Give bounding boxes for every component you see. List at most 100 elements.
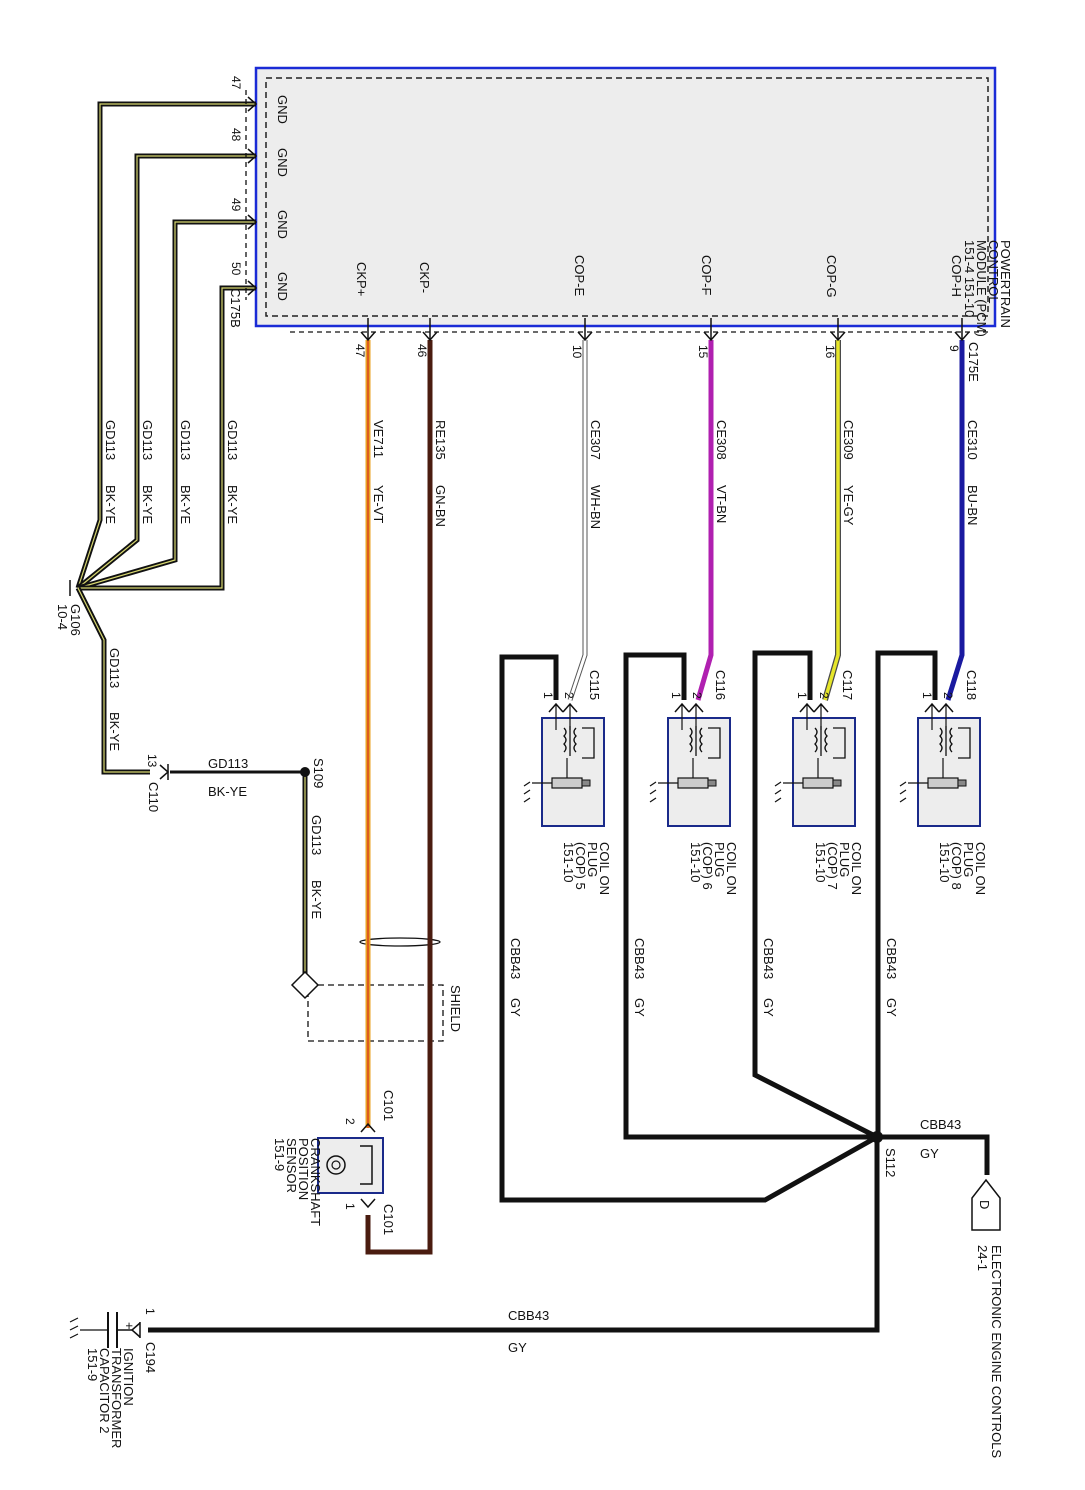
pcm-pin-cop-f: COP-F	[699, 255, 714, 296]
label-whbn: WH-BN	[588, 485, 603, 529]
cop8-bracket	[958, 727, 971, 759]
pcm-pin-gnd-49: GND	[275, 210, 290, 239]
cop7-spark-plug-tip	[832, 779, 842, 787]
pcm-pin-ckp-neg: CKP-	[417, 262, 432, 293]
c194-arrow	[130, 1322, 141, 1338]
label-gnbn: GN-BN	[433, 485, 448, 527]
label-gy-6: GY	[508, 1340, 527, 1355]
pin-coph-9: 9	[947, 345, 961, 352]
connector-c110: C110	[146, 782, 161, 812]
capacitor-line1: IGNITION	[121, 1348, 136, 1406]
label-bkye-1: BK-YE	[103, 485, 118, 524]
cop6-box	[667, 717, 731, 827]
arrow-pin-49	[247, 214, 258, 230]
cop-pcm-arrows	[577, 318, 970, 342]
ckp-sensor	[317, 1122, 384, 1209]
ckp-sensor-line2: POSITION	[296, 1138, 311, 1200]
pcm-module	[254, 66, 997, 328]
cop8-box	[917, 717, 981, 827]
ckp-pcm-arrows	[360, 318, 438, 342]
gnd-wire-49-stripe	[77, 221, 256, 589]
coil7-line3: (COP) 7	[825, 842, 840, 890]
label-bkye-6: BK-YE	[208, 784, 247, 799]
capacitor-ground-icon	[69, 1317, 79, 1339]
label-cbb43-5: CBB43	[920, 1117, 961, 1132]
capacitor-line2: TRANSFORMER	[109, 1348, 124, 1448]
label-gd113-1: GD113	[103, 420, 118, 460]
wire-cbb43-cop8	[875, 650, 938, 1137]
pin-coil7-2: 2	[817, 692, 831, 699]
offpage-label: ELECTRONIC ENGINE CONTROLS	[989, 1245, 1004, 1458]
capacitor-plus-sign: +	[122, 1322, 137, 1330]
coil6-line1: COIL ON	[724, 842, 739, 895]
cop6-coil-primary-icon	[689, 727, 693, 753]
cop8-spark-plug-tip	[957, 779, 967, 787]
pcm-name: POWERTRAIN CONTROL MODULE (PCM) 151-4 15…	[962, 240, 1013, 337]
offpage-pentagon	[971, 1178, 1001, 1231]
splice-s109: S109	[311, 758, 326, 788]
shield-group: SHIELD	[290, 937, 463, 1042]
label-gy-1: GY	[508, 998, 523, 1017]
wire-cbb43-capacitor	[148, 1137, 880, 1333]
wire-cbb43-cop5	[499, 654, 879, 1203]
ground-wires	[75, 101, 310, 980]
pin-coil5-1: 1	[541, 692, 555, 699]
ckp-sensor-line4: 151-9	[272, 1138, 287, 1171]
label-ce309: CE309	[841, 420, 856, 460]
label-ce307: CE307	[588, 420, 603, 460]
cop6-coil-secondary-icon	[699, 727, 703, 753]
pcm-inner-dashed	[265, 77, 989, 317]
splice-s112: S112	[883, 1148, 898, 1177]
shield-box	[307, 984, 444, 1042]
ckp-sensor-line3: SENSOR	[284, 1138, 299, 1193]
connector-c175e: C175E	[966, 342, 981, 382]
ignition-capacitor	[69, 1312, 141, 1348]
cop8-coil-primary-icon	[939, 727, 943, 753]
wire-ce309	[823, 340, 840, 701]
label-yevt: YE-VT	[371, 485, 386, 523]
coil5-line1: COIL ON	[597, 842, 612, 895]
connector-c116: C116	[713, 670, 728, 700]
pcm-pin-gnd-48: GND	[275, 148, 290, 177]
arrow-pin-50	[247, 280, 258, 296]
label-bkye-7: BK-YE	[309, 880, 324, 919]
splice-s109-dot	[300, 767, 310, 777]
pin-coil6-1: 1	[669, 692, 683, 699]
pin-c101-1: 1	[343, 1203, 357, 1210]
cop7-coil-secondary-icon	[824, 727, 828, 753]
coil7-line2: PLUG	[837, 842, 852, 877]
coil5-label: COIL ON PLUG (COP) 5 151-10	[561, 842, 612, 895]
ckp-wires	[365, 340, 433, 1255]
pcm-pin-gnd-50: GND	[275, 272, 290, 301]
offpage-ref: 24-1	[975, 1245, 990, 1271]
pcm-pin-cop-e: COP-E	[572, 255, 587, 297]
coil5-line2: PLUG	[585, 842, 600, 877]
label-bubn: BU-BN	[965, 485, 980, 525]
ground-g106: G106 10-4	[55, 580, 83, 636]
label-gd113-4: GD113	[225, 420, 240, 460]
gnd-wire-48-stripe	[77, 155, 256, 589]
cop6-spark-plug-icon	[677, 777, 709, 789]
pin-number-49: 49	[229, 198, 243, 212]
offpage-letter: D	[977, 1200, 992, 1209]
gear-icon	[326, 1155, 346, 1175]
pin-number-50: 50	[229, 262, 243, 276]
label-gd113-3: GD113	[178, 420, 193, 460]
label-gy-5: GY	[920, 1146, 939, 1161]
coil6-label: COIL ON PLUG (COP) 6 151-10	[688, 842, 739, 895]
connector-c118: C118	[964, 670, 979, 700]
ckp-sensor-label: CRANKSHAFT POSITION SENSOR 151-9	[272, 1138, 323, 1226]
capacitor-label: IGNITION TRANSFORMER CAPACITOR 2 151-9	[85, 1348, 136, 1448]
label-gy-2: GY	[632, 998, 647, 1017]
pin-c101-2: 2	[343, 1118, 357, 1125]
label-ce308: CE308	[714, 420, 729, 460]
cop5-ground-icon	[523, 781, 531, 803]
cop6-bracket	[708, 727, 721, 759]
capacitor-line3: CAPACITOR 2	[97, 1348, 112, 1433]
coil5-line4: 151-10	[561, 842, 576, 882]
cop7-coil-primary-icon	[814, 727, 818, 753]
wire-ce309-outer	[822, 340, 841, 701]
connector-c117: C117	[840, 670, 855, 700]
connector-c110-symbol	[159, 764, 170, 780]
